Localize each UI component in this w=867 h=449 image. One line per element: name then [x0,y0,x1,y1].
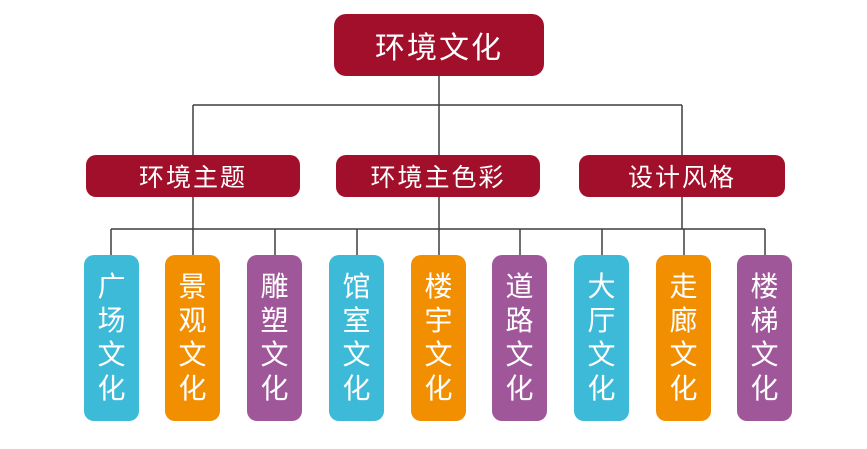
leaf-label: 馆室文化 [342,270,371,405]
leaf-lobby-culture: 大厅文化 [574,255,629,421]
leaf-corridor-culture: 走廊文化 [656,255,711,421]
category-label: 环境主题 [138,163,247,192]
leaf-label: 大厅文化 [587,270,616,405]
root-node: 环境文化 [334,14,544,76]
leaf-label: 楼宇文化 [424,270,453,405]
leaf-label: 景观文化 [178,270,207,405]
leaf-stairs-culture: 楼梯文化 [737,255,792,421]
category-environment-main-color: 环境主色彩 [336,155,540,197]
leaf-landscape-culture: 景观文化 [165,255,220,421]
leaf-hall-room-culture: 馆室文化 [329,255,384,421]
category-label: 环境主色彩 [370,163,506,192]
category-environment-theme: 环境主题 [86,155,300,197]
leaf-label: 走廊文化 [669,270,698,405]
leaf-sculpture-culture: 雕塑文化 [247,255,302,421]
leaf-label: 楼梯文化 [750,270,779,405]
leaf-label: 广场文化 [97,270,126,405]
leaf-label: 雕塑文化 [260,270,289,405]
leaf-label: 道路文化 [505,270,534,405]
leaf-square-culture: 广场文化 [84,255,139,421]
leaf-building-culture: 楼宇文化 [411,255,466,421]
root-label: 环境文化 [375,31,503,66]
category-label: 设计风格 [627,163,736,192]
category-design-style: 设计风格 [579,155,785,197]
leaf-road-culture: 道路文化 [492,255,547,421]
